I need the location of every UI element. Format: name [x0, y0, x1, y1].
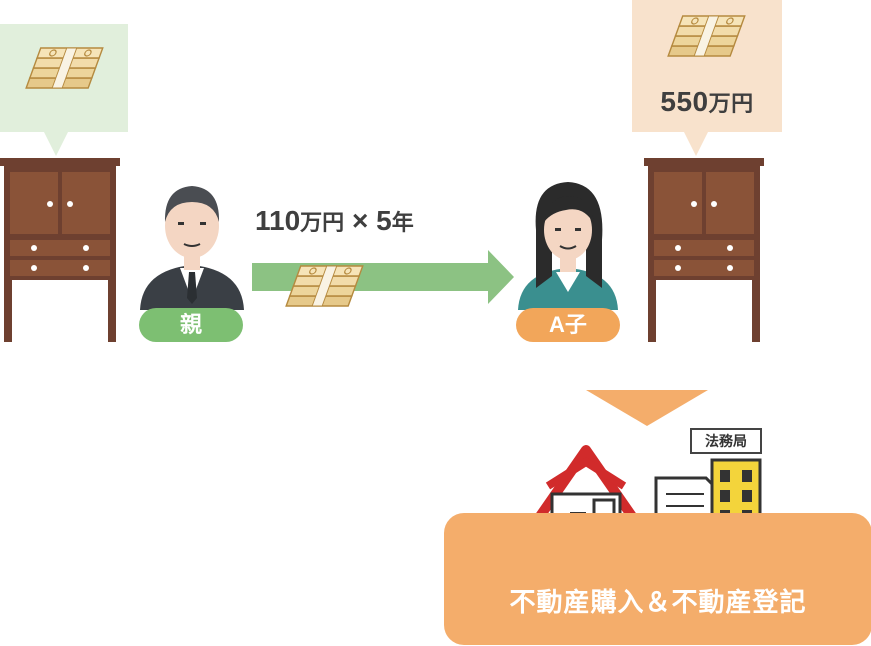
right-speech-bubble-tail	[684, 132, 708, 156]
transfer-amount-label: 110万円 × 5年	[255, 205, 475, 237]
child-person-icon	[518, 182, 618, 310]
left-money-bundle-icon	[25, 47, 104, 89]
transfer-times: ×	[344, 205, 377, 236]
right-money-bundle-icon	[667, 15, 746, 57]
left-speech-bubble-tail	[44, 132, 68, 156]
parent-label: 親	[139, 308, 243, 342]
transfer-arrow-icon	[252, 250, 514, 304]
transfer-years: 5	[376, 205, 392, 236]
right-bubble-amount: 550万円	[632, 86, 782, 118]
result-box	[444, 513, 871, 645]
legal-bureau-sign: 法務局	[690, 428, 762, 454]
transfer-year-unit: 年	[391, 210, 414, 235]
child-label: A子	[516, 308, 620, 342]
left-cabinet-icon	[0, 158, 120, 342]
result-label: 不動産購入＆不動産登記	[509, 587, 807, 617]
parent-person-icon	[140, 186, 244, 310]
right-cabinet-icon	[644, 158, 764, 342]
down-arrow-icon	[586, 390, 708, 426]
transfer-amount: 110	[255, 205, 301, 236]
right-amount-number: 550	[660, 86, 709, 117]
right-amount-unit: 万円	[708, 91, 754, 116]
transfer-unit: 万円	[300, 210, 345, 235]
